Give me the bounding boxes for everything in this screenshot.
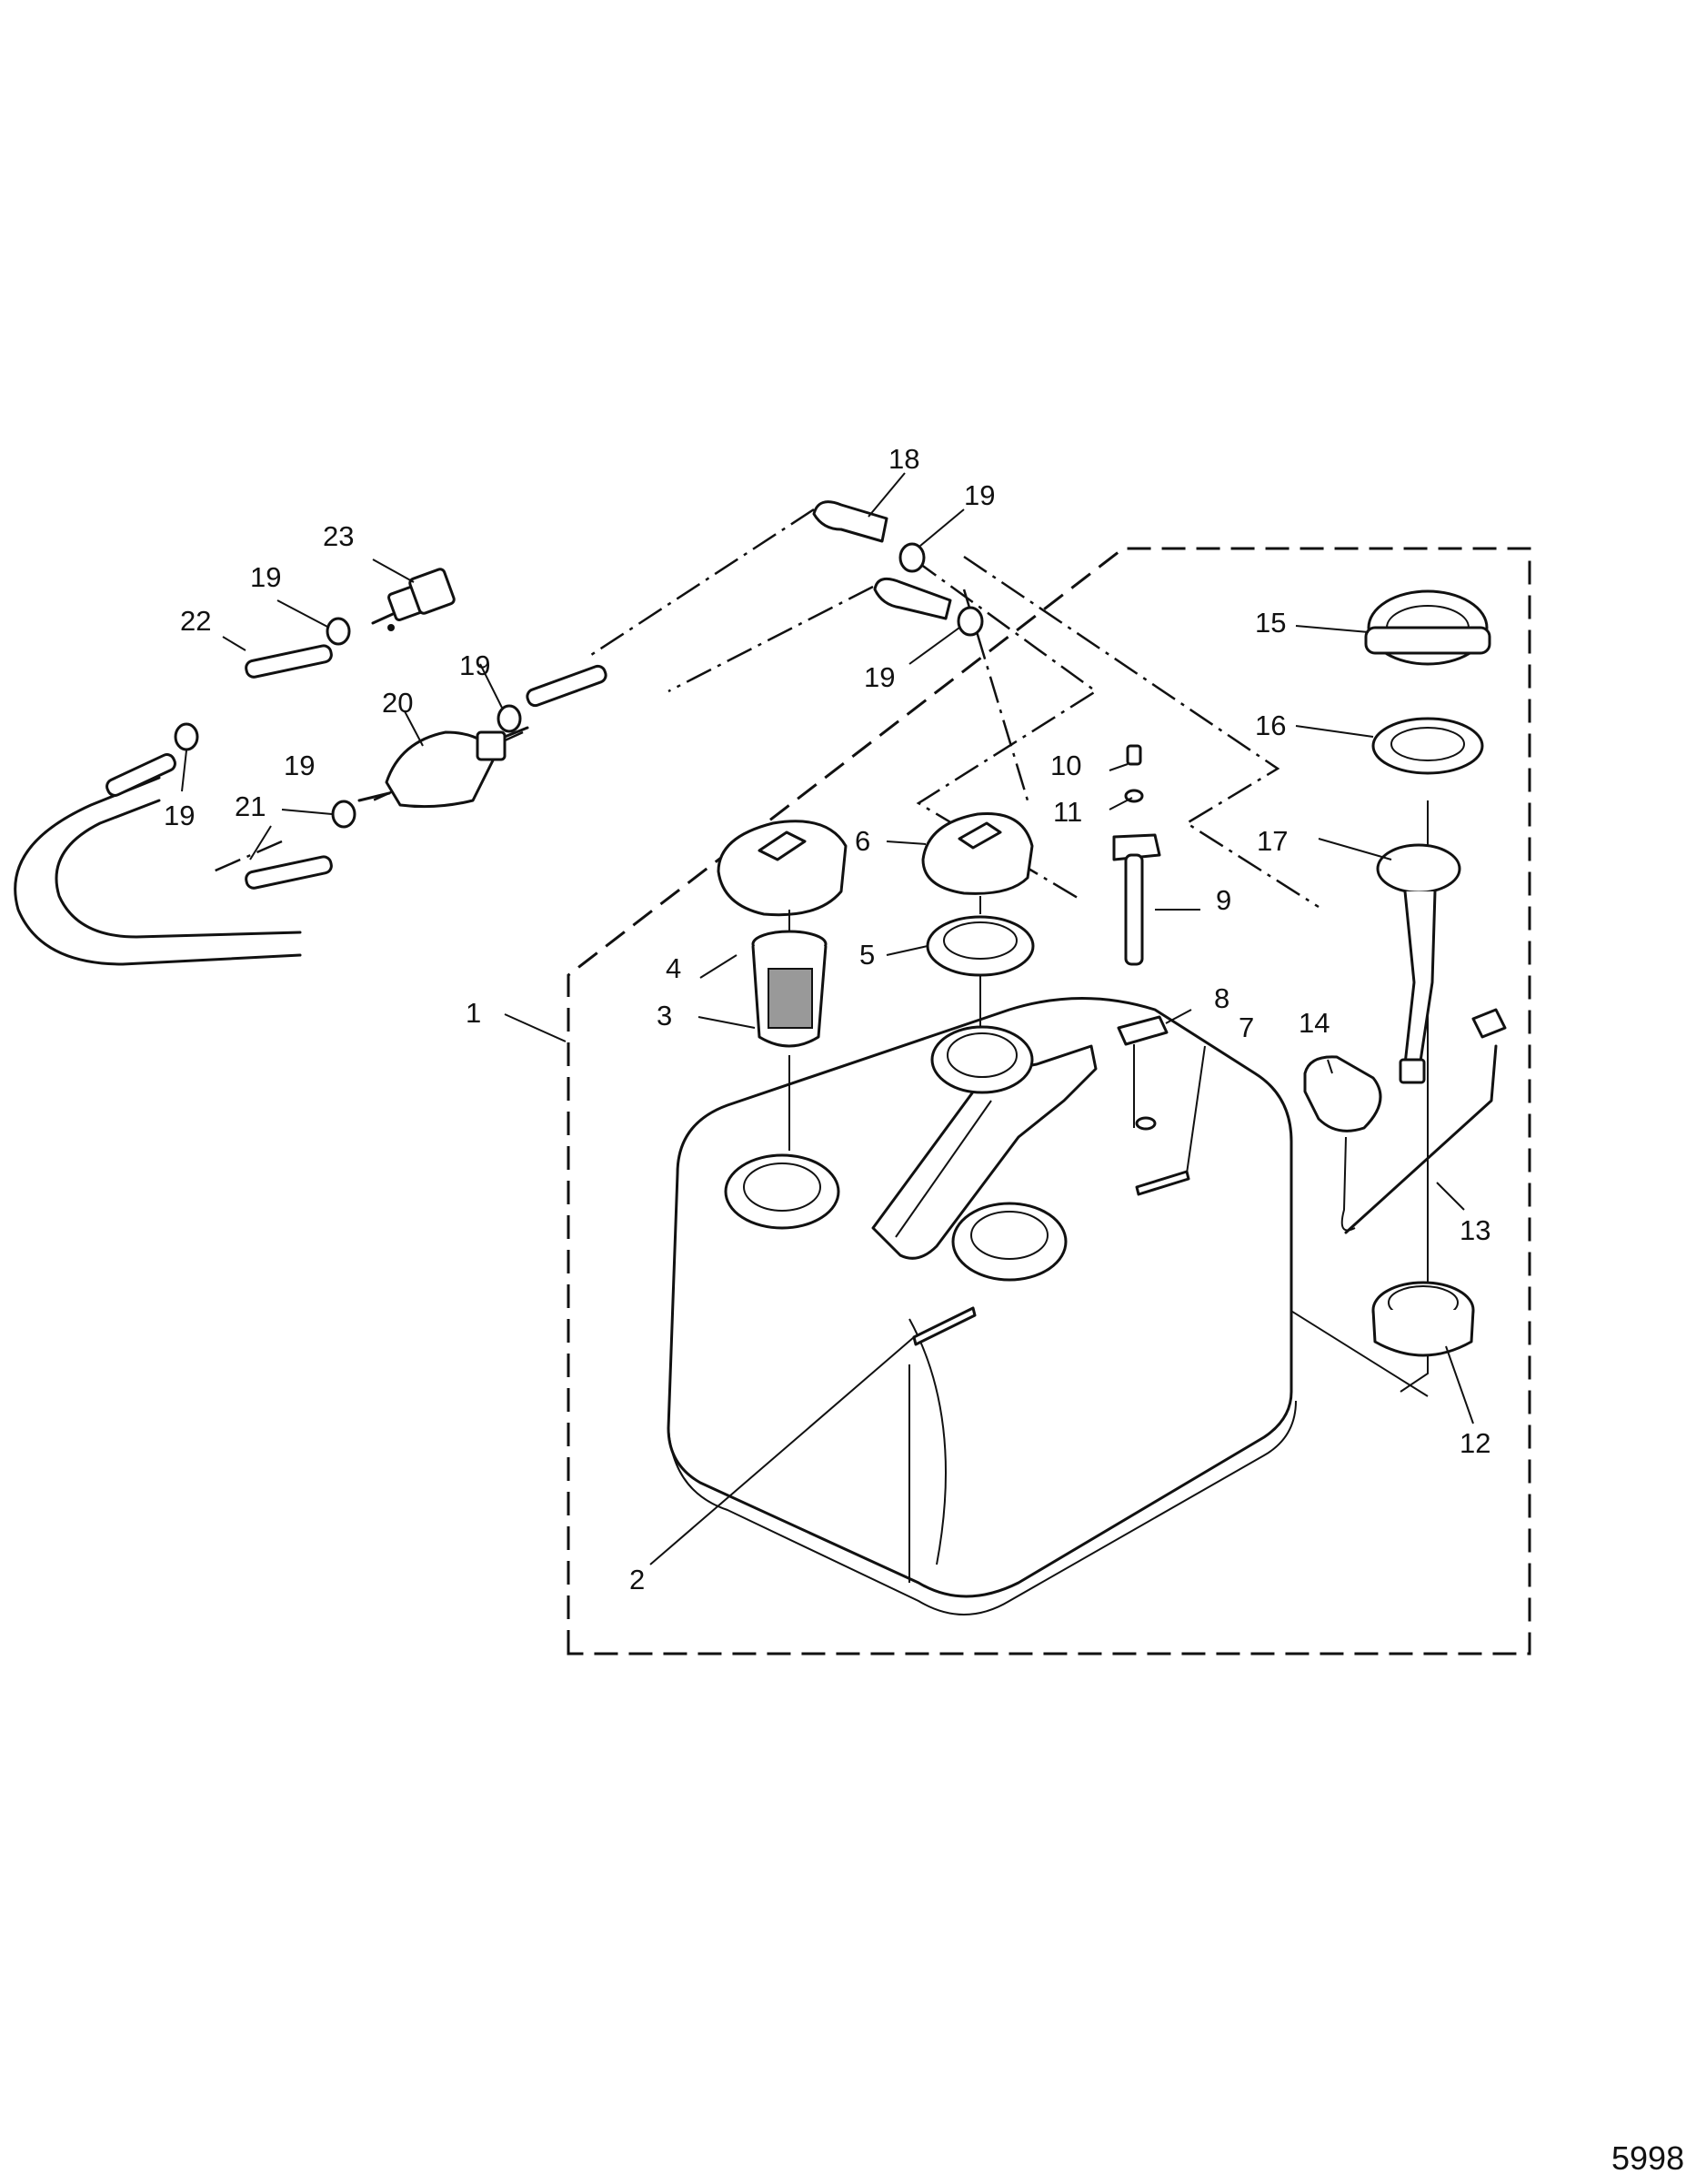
fuel-tank-body (667, 997, 1297, 1615)
callout-19-c: 19 (250, 561, 281, 593)
callout-16: 16 (1255, 710, 1286, 741)
callout-2: 2 (629, 1564, 645, 1595)
callout-22: 22 (180, 605, 211, 637)
callout-13: 13 (1460, 1214, 1490, 1246)
gasket-16 (1371, 717, 1484, 775)
callout-18: 18 (888, 443, 919, 475)
callout-17: 17 (1257, 825, 1288, 857)
callout-23: 23 (323, 520, 354, 552)
callout-4: 4 (666, 952, 681, 984)
float-arm-13 (1344, 1008, 1507, 1234)
float-14 (1303, 1055, 1382, 1232)
callout-7: 7 (1239, 1011, 1254, 1043)
callout-11: 11 (1053, 796, 1082, 828)
tank-assembly-boundary (567, 547, 1531, 1656)
callout-3: 3 (657, 1000, 672, 1032)
callout-19-d: 19 (459, 649, 490, 681)
callout-8: 8 (1214, 982, 1229, 1014)
filler-cap-4 (717, 820, 848, 932)
hose-segment-22 (245, 644, 333, 679)
callout-1: 1 (466, 997, 481, 1029)
callout-9: 9 (1216, 884, 1231, 916)
hose-segment-21 (245, 855, 333, 890)
callout-19-b: 19 (864, 661, 895, 693)
fuel-gauge-17 (1376, 843, 1461, 1084)
callout-numbers: 1 2 3 4 5 6 7 8 9 10 11 12 13 14 15 16 1… (164, 443, 1490, 1595)
vent-fitting-assembly (1112, 744, 1169, 1128)
gauge-ring-12 (1371, 1281, 1475, 1357)
callout-14: 14 (1299, 1007, 1330, 1039)
vent-cap-6 (921, 811, 1034, 914)
callout-19-f: 19 (164, 800, 195, 831)
leader-lines (181, 472, 1474, 1565)
callout-21: 21 (235, 790, 266, 822)
figure-number: 5998 (1611, 2139, 1684, 2177)
gauge-cap-15 (1364, 589, 1491, 666)
callout-10: 10 (1050, 750, 1081, 781)
hose-clamp-19 (174, 542, 984, 829)
callout-6: 6 (855, 825, 870, 857)
connector-23 (371, 568, 456, 631)
callout-12: 12 (1460, 1427, 1490, 1459)
callout-5: 5 (859, 939, 875, 971)
callout-15: 15 (1255, 607, 1286, 639)
primer-bulb-20 (357, 726, 529, 809)
callout-19-a: 19 (964, 479, 995, 511)
callout-19-e: 19 (284, 750, 315, 781)
vent-hose-18 (526, 500, 952, 708)
fuel-hose-loop (14, 776, 302, 966)
fuel-filter-3 (751, 930, 828, 1151)
callout-20: 20 (382, 687, 413, 719)
